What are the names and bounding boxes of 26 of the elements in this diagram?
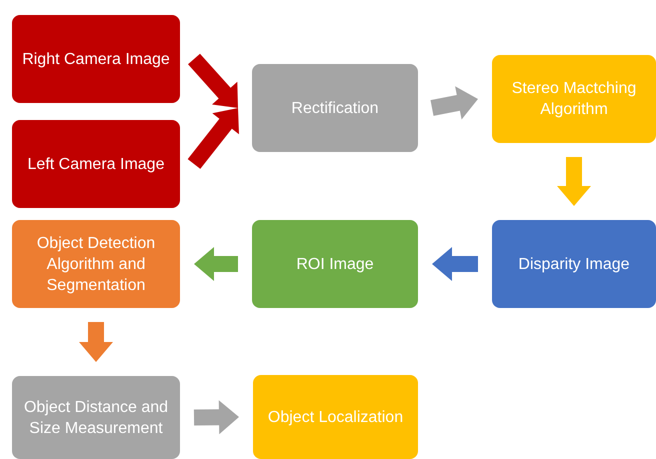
process-box (252, 64, 418, 152)
process-box (12, 376, 180, 459)
block-arrow (557, 157, 591, 206)
process-box (12, 220, 180, 308)
box-label: Left Camera Image (28, 154, 164, 174)
box-label: Right Camera Image (22, 50, 170, 70)
block-arrow (194, 400, 239, 434)
box-label: Rectification (291, 98, 379, 118)
box-label: Object Localization (268, 408, 404, 428)
block-arrow (194, 247, 238, 281)
process-box (253, 375, 418, 459)
block-arrow (79, 322, 113, 362)
process-box (12, 120, 180, 208)
process-box (252, 220, 418, 308)
box-label: Stereo Mactching Algorithm (510, 79, 638, 120)
process-box (12, 15, 180, 103)
box-label: Object Detection Algorithm and Segmentation (36, 234, 156, 296)
block-arrow (432, 247, 478, 281)
process-box (492, 55, 656, 143)
block-arrow (430, 86, 478, 120)
box-label: Object Distance and Size Measurement (22, 398, 170, 438)
box-label: Disparity Image (518, 254, 630, 274)
process-box (492, 220, 656, 308)
box-label: ROI Image (296, 254, 374, 274)
block-arrow (188, 54, 238, 108)
block-arrow (188, 108, 239, 169)
